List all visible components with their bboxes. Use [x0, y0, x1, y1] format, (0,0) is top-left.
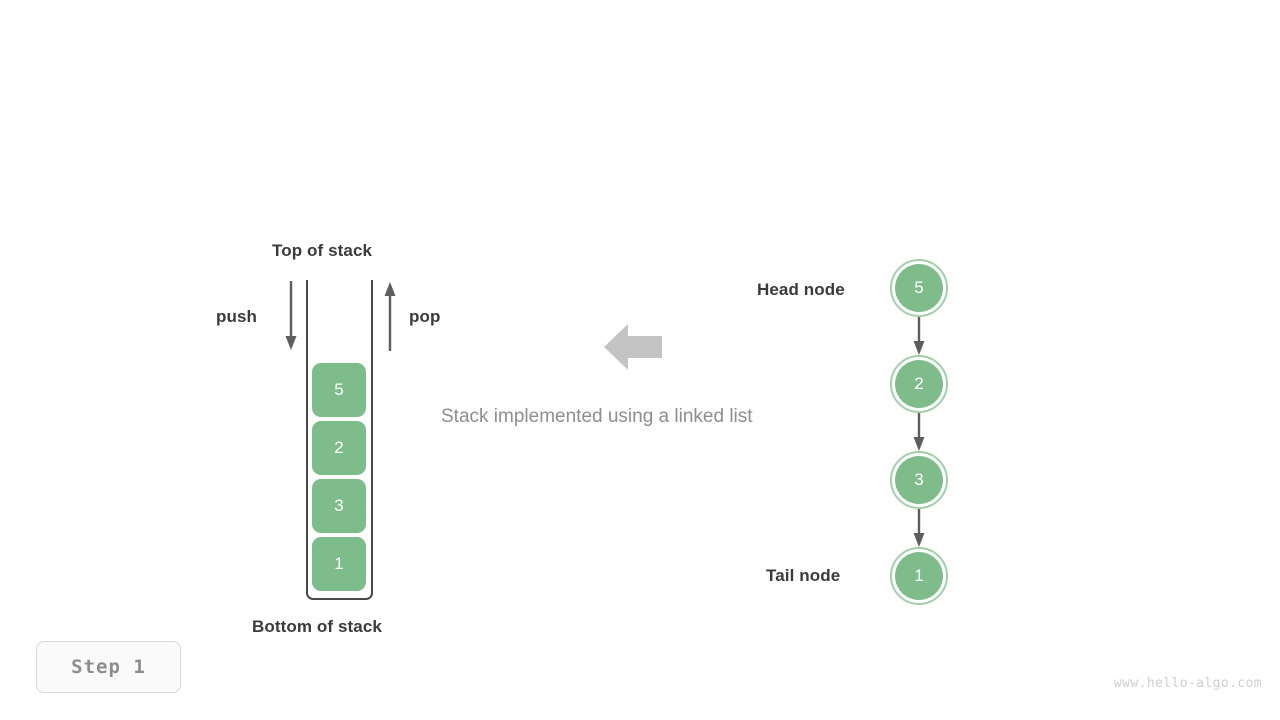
linked-list-node-value: 2: [895, 360, 943, 408]
bottom-of-stack-label: Bottom of stack: [252, 617, 382, 636]
linked-list-node[interactable]: 5: [890, 259, 948, 317]
step-badge[interactable]: Step 1: [36, 641, 181, 693]
watermark-text: www.hello-algo.com: [1113, 676, 1262, 691]
stack-cell[interactable]: 5: [312, 363, 366, 417]
tail-node-label: Tail node: [766, 566, 841, 585]
linked-list-node-value: 3: [895, 456, 943, 504]
push-label: push: [216, 307, 258, 326]
stack-container: [306, 280, 373, 600]
linked-list-node[interactable]: 3: [890, 451, 948, 509]
caption-text: Stack implemented using a linked list: [441, 406, 753, 427]
pop-arrow-icon: [384, 282, 396, 351]
linked-list-node-value: 1: [895, 552, 943, 600]
pop-label: pop: [409, 307, 441, 326]
linked-list-node[interactable]: 2: [890, 355, 948, 413]
push-arrow-icon: [285, 281, 297, 350]
linked-list-connectors: [913, 317, 925, 547]
left-block-arrow-icon: [604, 324, 662, 370]
stack-cell-list: 5 2 3 1: [312, 363, 366, 591]
stack-cell[interactable]: 1: [312, 537, 366, 591]
stack-cell[interactable]: 2: [312, 421, 366, 475]
linked-list-node[interactable]: 1: [890, 547, 948, 605]
head-node-label: Head node: [757, 280, 845, 299]
linked-list-node-value: 5: [895, 264, 943, 312]
stack-cell[interactable]: 3: [312, 479, 366, 533]
top-of-stack-label: Top of stack: [272, 241, 373, 260]
